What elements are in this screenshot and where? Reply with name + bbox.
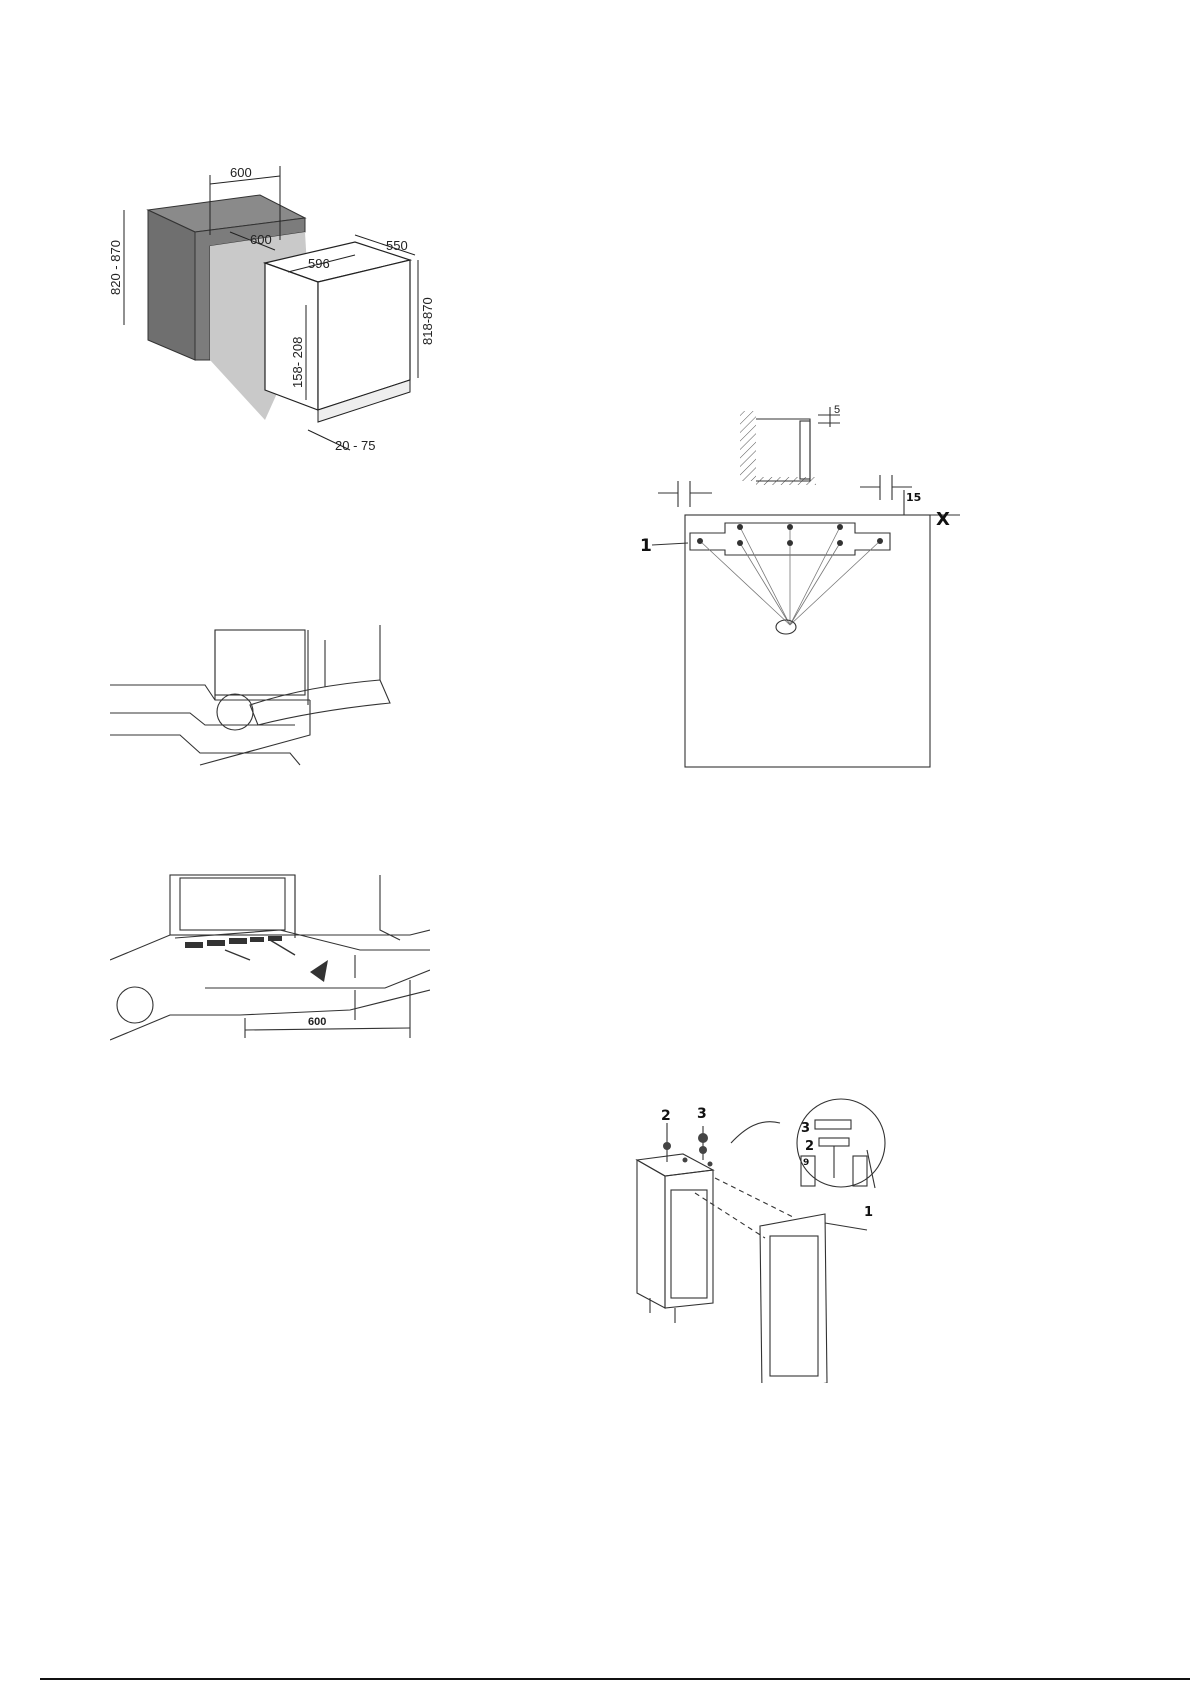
label-part-2: 2: [661, 1108, 671, 1124]
cabinet-front: [665, 1170, 713, 1308]
appliance-body: [170, 875, 295, 935]
dim-unit-height: 818-870: [420, 297, 435, 345]
label-bracket-1: 1: [640, 536, 652, 556]
page-bottom-rule: [40, 1678, 1190, 1680]
label-x: X: [936, 509, 950, 530]
cabinet-side: [637, 1160, 665, 1308]
dim-offset: 15: [906, 491, 921, 504]
dim-top-depth: 600: [250, 232, 272, 247]
door-panel: [685, 515, 930, 767]
hand: [250, 680, 390, 725]
wall-hatch: [740, 411, 756, 481]
dim-unit-depth: 550: [386, 238, 408, 253]
appliance-door: [215, 630, 305, 695]
door-fixing-figure: 5 15 X 1: [640, 405, 960, 777]
detail-label-9: 9: [803, 1158, 809, 1168]
door-mounting-figure: 2 3 3 2 9 1: [635, 1098, 905, 1383]
dim-plinth-height: 158- 208: [290, 337, 305, 388]
dim-niche-height: 820 - 870: [110, 240, 123, 295]
dim-width: 600: [308, 1016, 326, 1028]
door-section: [800, 421, 810, 479]
label-part-1: 1: [864, 1205, 873, 1220]
plinth-removal-figure: [110, 625, 410, 780]
dim-unit-width: 596: [308, 256, 330, 271]
detail-label-2: 2: [805, 1139, 814, 1154]
screw: [776, 620, 796, 634]
label-part-3: 3: [697, 1106, 707, 1122]
plinth-adjustment-figure: 600: [110, 870, 430, 1050]
foot-detail-circle: [117, 987, 153, 1023]
cabinet-side: [148, 210, 195, 360]
dim-plinth-depth: 20 - 75: [335, 438, 375, 453]
dim-gap: 5: [834, 405, 840, 416]
installation-dimensions-figure: 600 600 550 596 820 - 870 818-870 158- 2…: [110, 160, 450, 500]
detail-label-3: 3: [801, 1121, 810, 1136]
dim-top-width: 600: [230, 165, 252, 180]
cabinet-top: [637, 1154, 713, 1176]
